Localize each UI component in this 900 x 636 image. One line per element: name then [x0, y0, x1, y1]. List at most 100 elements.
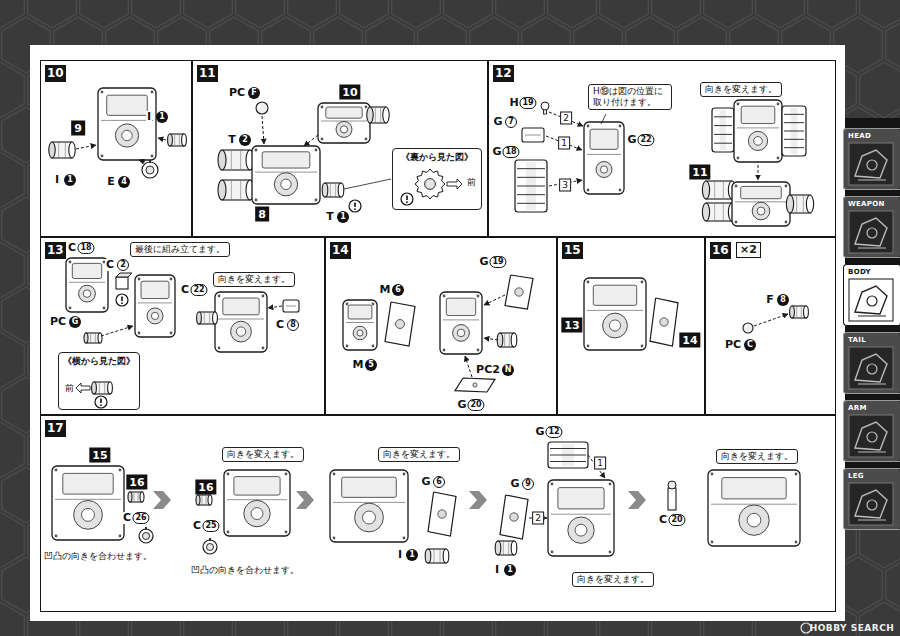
part-number: 5 [365, 359, 377, 371]
gearbox-body [255, 199, 258, 202]
part-letter: PC [49, 316, 67, 328]
cylinder-part [49, 142, 55, 158]
page-background [704, 0, 752, 28]
gearbox-body [101, 91, 104, 94]
gearbox-body [285, 473, 288, 476]
small-block [116, 277, 128, 289]
caution-symbol [100, 404, 102, 406]
section-tab-icon [843, 400, 900, 462]
gearbox-body [757, 207, 765, 215]
instruction-note-box: H⑲は図の位置に取り付けます。 [588, 84, 672, 110]
page-background [80, 0, 128, 28]
direction-label: 前 [65, 383, 74, 394]
cylinder-part [95, 333, 96, 343]
assembly-arrow [76, 145, 96, 149]
ball-joint [258, 104, 261, 107]
assembly-arrow [588, 455, 605, 478]
cylinder-part [84, 333, 88, 343]
assembly-arrow [304, 135, 318, 146]
caution-symbol [100, 398, 102, 403]
gearbox-body [777, 103, 780, 106]
section-tab-icon [843, 332, 900, 394]
ribbed-part [550, 455, 586, 456]
gearbox-body [346, 345, 349, 348]
gearbox-body [98, 88, 156, 160]
note-text: 向きを変えます。 [721, 451, 793, 462]
direction-arrow [447, 179, 462, 189]
note-text: H⑲は図の位置に取り付けます。 [593, 86, 667, 108]
part-number: 25 [202, 520, 219, 532]
gearbox-body [98, 88, 156, 160]
part-number: 2 [239, 134, 251, 146]
cylinder-part [786, 195, 793, 213]
part-letter: G [420, 476, 431, 488]
instruction-note-box: 向きを変えます。 [572, 572, 654, 587]
ball-joint [743, 323, 753, 333]
gearbox-body [748, 131, 767, 150]
step-flow-arrow [469, 491, 487, 509]
gear-view [415, 169, 445, 199]
subassembly-number: 16 [126, 475, 147, 490]
cylinder-part [338, 183, 344, 197]
step-flow-arrow [296, 491, 314, 509]
gearbox-body [363, 511, 376, 524]
part-letter: PC2 [475, 364, 501, 376]
gearbox-body [69, 282, 105, 283]
section-tab-icon [867, 500, 877, 510]
gearbox-body [236, 327, 245, 336]
assembly-arrow [268, 306, 282, 308]
ring-part [207, 544, 214, 551]
section-tab-icon [855, 354, 887, 382]
gearbox-body [315, 149, 318, 152]
assembly-arrow [76, 145, 96, 149]
ribbed-part [517, 194, 545, 195]
part-number: 1 [156, 111, 168, 123]
gearbox-body [453, 325, 470, 342]
quantity-mark: ×2 [736, 242, 761, 258]
cylinder-part [65, 142, 66, 158]
cylinder-part [509, 333, 510, 347]
tab-label: WEAPON [848, 200, 885, 209]
ribbed-part [550, 448, 586, 449]
assembly-arrow [158, 138, 166, 140]
page-background [860, 62, 900, 118]
cylinder-part [796, 195, 797, 213]
ring-part [145, 527, 147, 530]
gearbox-body [365, 138, 368, 141]
step-panel: 16×2 [705, 237, 836, 415]
instruction-note-box: 向きを変えます。 [700, 82, 782, 97]
gearbox-body [795, 541, 798, 544]
caution-symbol [349, 200, 361, 212]
cylinder-part [443, 549, 449, 563]
armor-plate [455, 378, 495, 392]
gearbox-body [55, 469, 58, 472]
armor-plate [438, 510, 446, 518]
cylinder-part [128, 492, 132, 502]
gearbox-body [619, 189, 622, 192]
cylinder-part [98, 333, 102, 343]
instruction-note-box: 最後に組み立てます。 [130, 242, 230, 257]
gearbox-body [584, 122, 624, 194]
part-letter: G [492, 116, 503, 128]
part-number: 18 [502, 146, 519, 158]
gearbox-body [231, 321, 252, 342]
caution-symbol [116, 294, 128, 306]
detail-view-box: 《裏から見た図》前 [392, 148, 482, 210]
cylinder-part [804, 306, 809, 318]
part-letter: M [352, 359, 365, 371]
gearbox-body [593, 285, 636, 305]
ribbed-part [784, 131, 804, 132]
section-tab-icon [849, 211, 893, 253]
cylinder-part [240, 150, 241, 170]
assembly-arrow [465, 356, 472, 377]
part-number: 4 [118, 176, 130, 188]
part-number: 6 [392, 284, 404, 296]
armor-plate [500, 495, 528, 539]
part-number: 6 [433, 476, 445, 488]
part-letter: M [379, 284, 392, 296]
part-letter: C [192, 520, 202, 532]
section-tab: WEAPON [843, 196, 900, 258]
cylinder-part [702, 181, 735, 199]
